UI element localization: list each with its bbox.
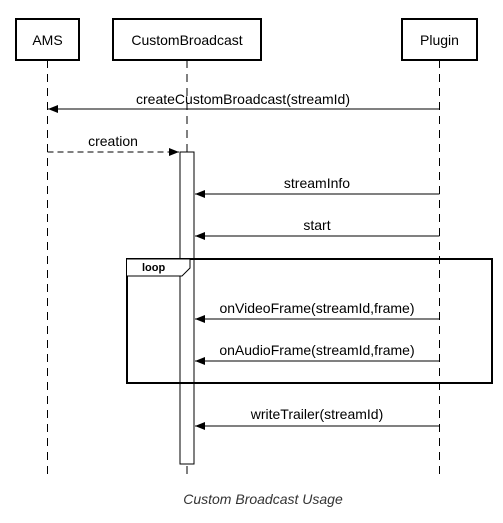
loop-fragment: loop [126, 258, 493, 384]
message-label: onVideoFrame(streamId,frame) [219, 300, 414, 316]
message-label: writeTrailer(streamId) [250, 406, 384, 422]
participant-ams-label: AMS [32, 32, 62, 48]
diagram-caption: Custom Broadcast Usage [183, 491, 343, 507]
message-streaminfo: streamInfo [195, 175, 440, 198]
message-label: createCustomBroadcast(streamId) [136, 91, 350, 107]
message-creation: creation [47, 133, 179, 156]
message-onaudioframe: onAudioFrame(streamId,frame) [195, 342, 440, 365]
participant-plugin-label: Plugin [420, 32, 459, 48]
participant-ams: AMS [15, 18, 80, 61]
message-create-custom-broadcast: createCustomBroadcast(streamId) [48, 91, 440, 113]
message-label: onAudioFrame(streamId,frame) [219, 342, 414, 358]
message-start: start [195, 217, 440, 240]
message-label: start [303, 217, 330, 233]
message-onvideoframe: onVideoFrame(streamId,frame) [195, 300, 440, 323]
activation-bar [179, 151, 195, 465]
participant-custombroadcast-label: CustomBroadcast [131, 32, 242, 48]
participant-custombroadcast: CustomBroadcast [112, 18, 262, 61]
message-label: creation [88, 133, 138, 149]
loop-label: loop [142, 262, 165, 274]
message-label: streamInfo [284, 175, 350, 191]
message-writetrailer: writeTrailer(streamId) [195, 406, 440, 430]
participant-plugin: Plugin [401, 18, 478, 61]
